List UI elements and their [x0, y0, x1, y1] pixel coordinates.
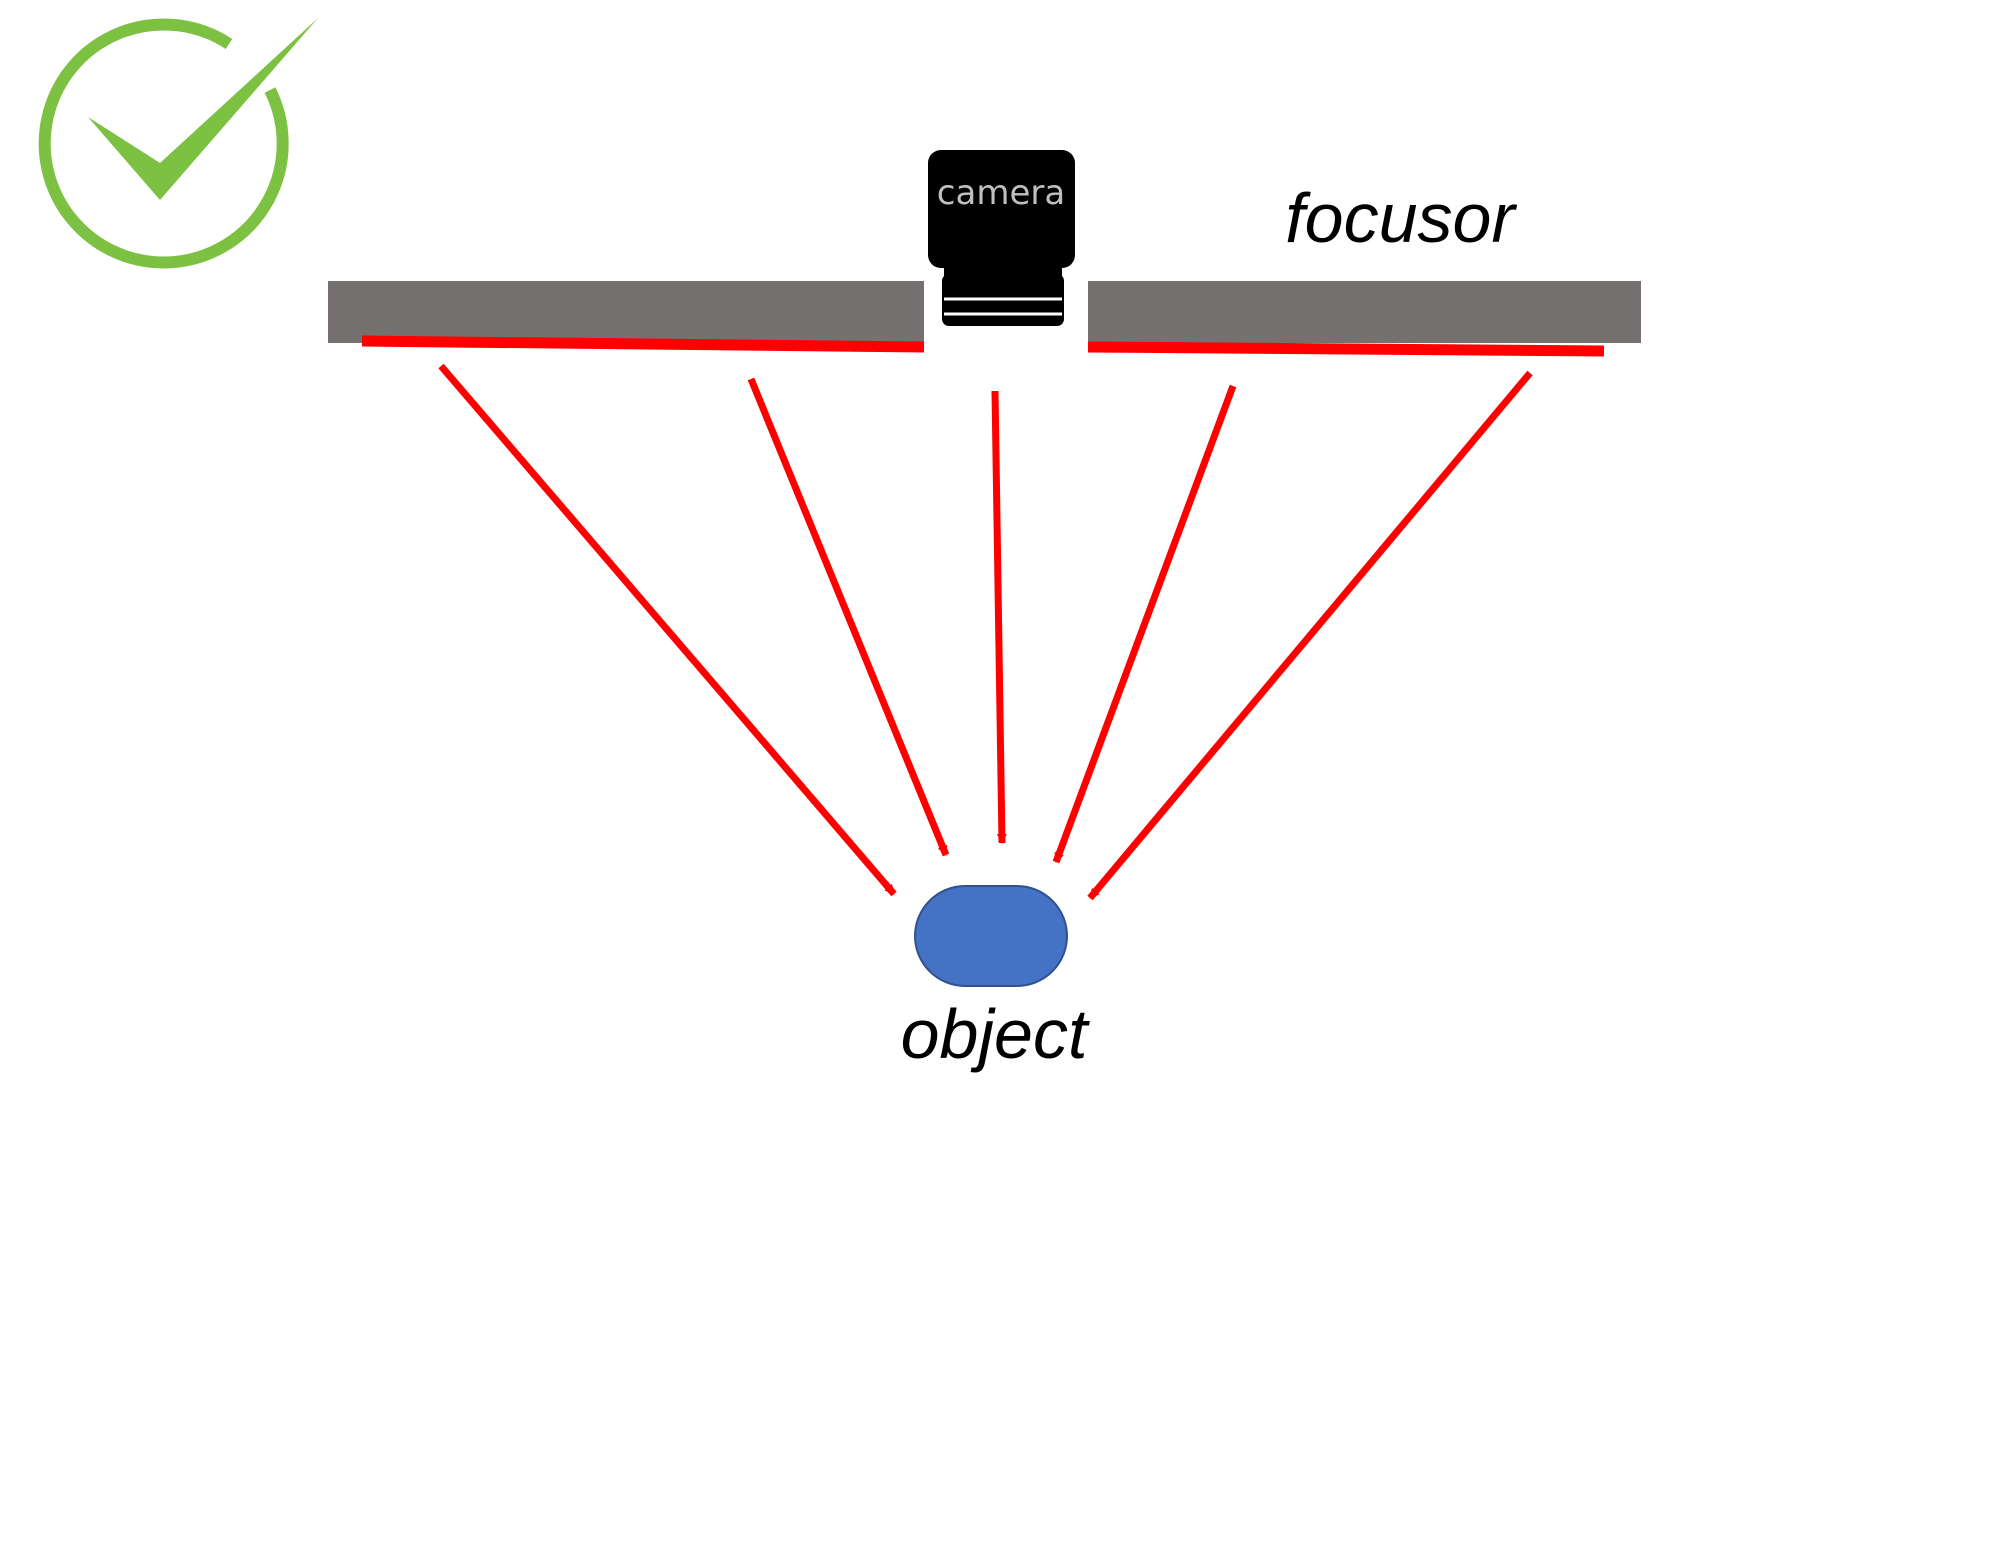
focusor-left-plate — [328, 281, 924, 343]
reflective-layer-left — [361, 335, 925, 353]
check-circle-icon — [38, 18, 318, 269]
ray-arrow — [1052, 384, 1237, 864]
object-label: object — [901, 995, 1090, 1073]
light-rays — [438, 363, 1533, 901]
ray-arrow — [1087, 370, 1533, 901]
focusor-right-plate — [1088, 281, 1641, 343]
object-shape — [914, 885, 1068, 987]
camera-body — [928, 150, 1075, 268]
ray-arrow — [747, 377, 950, 857]
camera-label: camera — [937, 173, 1065, 213]
reflective-layer-right — [1087, 341, 1605, 357]
ray-arrow — [991, 390, 1007, 844]
ray-arrow — [438, 363, 897, 897]
camera: camera — [928, 150, 1075, 326]
focusor-label: focusor — [1285, 179, 1517, 257]
